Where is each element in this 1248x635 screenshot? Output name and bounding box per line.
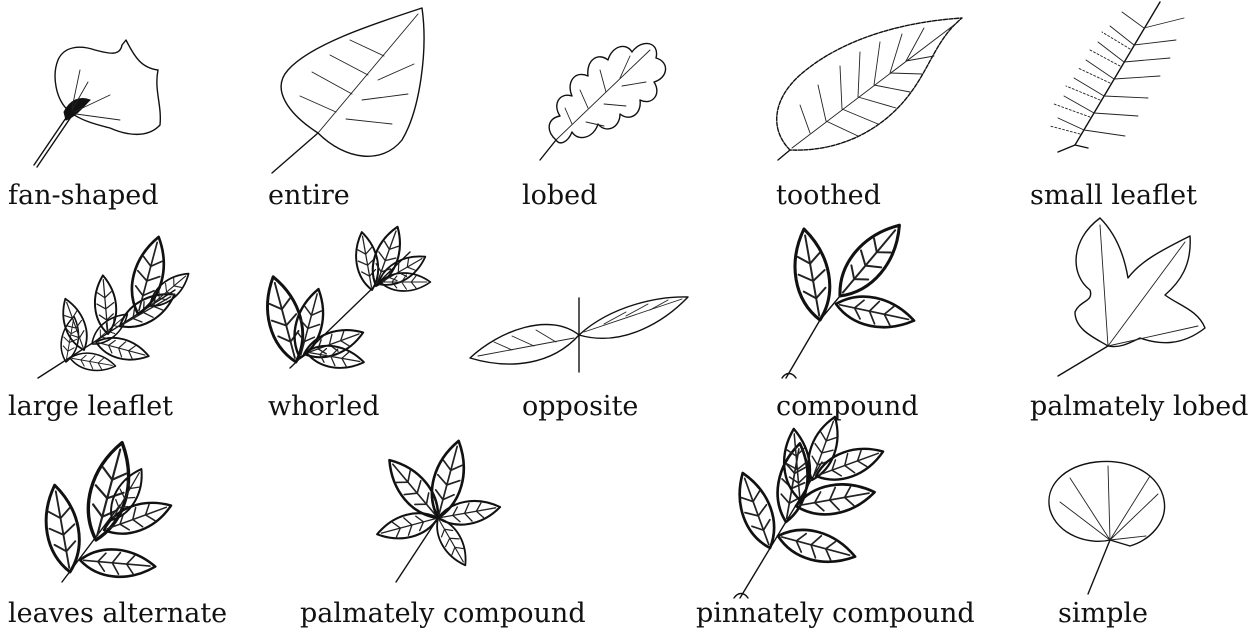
simple-leaf-icon bbox=[1049, 461, 1165, 594]
caption-simple: simple bbox=[1058, 600, 1148, 627]
leaves-alternate-icon bbox=[39, 438, 175, 582]
entire-leaf-icon bbox=[272, 8, 424, 173]
caption-palmately-lobed: palmately lobed bbox=[1030, 393, 1248, 420]
pinnately-compound-icon bbox=[729, 413, 887, 598]
small-leaflet-icon bbox=[1050, 2, 1184, 152]
caption-fan-shaped: fan-shaped bbox=[8, 182, 159, 209]
caption-large-leaflet: large leaflet bbox=[8, 393, 173, 420]
whorled-leaf-icon bbox=[258, 223, 430, 373]
fan-shaped-leaf-icon bbox=[34, 40, 160, 167]
caption-toothed: toothed bbox=[776, 182, 881, 209]
opposite-leaf-icon bbox=[470, 297, 688, 372]
toothed-leaf-icon bbox=[777, 18, 962, 160]
lobed-leaf-icon bbox=[540, 43, 666, 160]
caption-opposite: opposite bbox=[522, 393, 638, 420]
caption-leaves-alternate: leaves alternate bbox=[8, 600, 227, 627]
compound-leaf-icon bbox=[782, 215, 917, 378]
caption-palmately-compound: palmately compound bbox=[300, 600, 586, 627]
caption-entire: entire bbox=[268, 182, 350, 209]
large-leaflet-icon bbox=[38, 233, 194, 378]
caption-whorled: whorled bbox=[268, 393, 380, 420]
caption-small-leaflet: small leaflet bbox=[1030, 182, 1197, 209]
caption-compound: compound bbox=[776, 393, 919, 420]
palmately-compound-icon bbox=[374, 437, 502, 582]
caption-pinnately-compound: pinnately compound bbox=[696, 600, 975, 627]
caption-lobed: lobed bbox=[522, 182, 597, 209]
palmately-lobed-leaf-icon bbox=[1058, 218, 1205, 376]
